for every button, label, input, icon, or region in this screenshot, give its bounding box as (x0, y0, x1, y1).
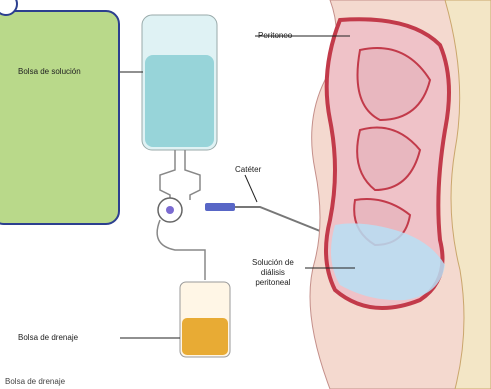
dialysis-solution-line-1: Solución de (252, 258, 294, 268)
dialysis-solution-line-2: diálisis (252, 268, 294, 278)
connector-ring (157, 198, 205, 280)
info-panel (0, 10, 120, 225)
dialysis-solution-line-3: peritoneal (252, 278, 294, 288)
peritoneum-label: Peritoneo (258, 31, 292, 40)
footer-text: Bolsa de drenaje (5, 377, 65, 386)
body-cross-section (255, 0, 491, 389)
drain-bag (120, 282, 230, 357)
solution-bag-label: Bolsa de solución (18, 67, 81, 76)
catheter-label: Catéter (235, 165, 261, 174)
dialysis-solution-label: Solución de diálisis peritoneal (252, 258, 294, 288)
drain-bag-label: Bolsa de drenaje (18, 333, 78, 342)
solution-bag (142, 15, 217, 200)
